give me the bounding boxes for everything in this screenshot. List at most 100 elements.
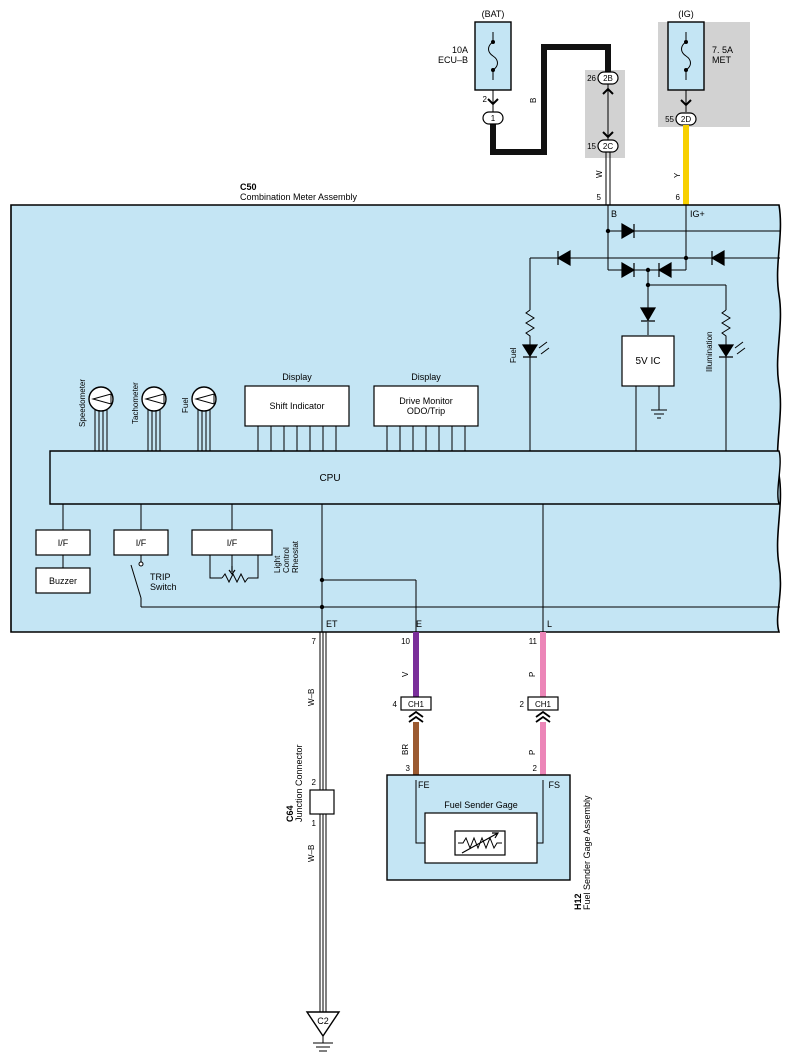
cpu-label: CPU — [319, 473, 340, 484]
led-ill-rays — [734, 341, 746, 355]
fuel-sender-gage-label: Fuel Sender Gage — [444, 800, 518, 810]
if-box-2 — [113, 529, 169, 556]
display1-pins — [257, 426, 337, 451]
ground-c2-symbol — [313, 1042, 333, 1052]
buzzer-label: Buzzer — [49, 576, 77, 586]
resistor-fuel — [525, 309, 535, 345]
resistor-ill — [721, 309, 731, 345]
pin-6: 6 — [676, 193, 681, 202]
arrow-2c-down — [602, 131, 614, 139]
pin-5: 5 — [597, 193, 602, 202]
sender-term-fe: FE — [418, 780, 430, 790]
diode-fuel — [556, 249, 571, 267]
gauge-speedometer — [88, 386, 114, 451]
wire-wb-label-1: W–B — [307, 689, 316, 706]
pin-26: 26 — [587, 74, 596, 83]
wire-wb — [319, 632, 327, 1012]
pin-15: 15 — [587, 142, 596, 151]
display2-caption: Display — [411, 372, 441, 382]
rheostat-wiring — [209, 555, 259, 579]
pin-55: 55 — [665, 115, 674, 124]
display2-line1: Drive Monitor — [399, 396, 453, 406]
conn-2d-label: 2D — [681, 115, 691, 124]
diode-b — [621, 222, 636, 240]
fuse-met-amp: 7. 5A — [712, 45, 733, 55]
if-box-3 — [191, 529, 273, 556]
buzzer — [35, 567, 91, 594]
diode-5v — [639, 307, 657, 322]
pin-4: 4 — [393, 700, 398, 709]
meter-name: Combination Meter Assembly — [240, 192, 358, 202]
diode-ill — [710, 249, 725, 267]
term-ig: IG+ — [690, 209, 705, 219]
fuse-ecub-name: ECU–B — [438, 55, 468, 65]
display-shift-indicator — [244, 385, 350, 427]
wire-p-label-1: P — [528, 672, 537, 677]
arrow-met-2d — [680, 99, 692, 107]
sender-code: H12 — [573, 893, 583, 910]
trip-label-2: Switch — [150, 582, 177, 592]
node-ig — [683, 255, 689, 261]
display1-caption: Display — [282, 372, 312, 382]
node-et — [319, 604, 325, 610]
node-b — [605, 228, 611, 234]
diode-ig-right — [657, 261, 672, 279]
wire-w-label: W — [595, 170, 604, 178]
sender-variable-arrow — [461, 832, 500, 854]
wire-p-label-2: P — [528, 750, 537, 755]
c64-name: Junction Connector — [294, 744, 304, 822]
node-et-e — [319, 577, 325, 583]
conn-2c — [597, 139, 619, 153]
fuse-ecub-amp: 10A — [452, 45, 468, 55]
wire-b-label: B — [529, 98, 538, 103]
term-et: ET — [326, 619, 338, 629]
if-label-1: I/F — [58, 538, 69, 548]
ic-5v — [621, 335, 675, 387]
c64-code: C64 — [285, 805, 295, 822]
sender-name: Fuel Sender Gage Assembly — [582, 795, 592, 910]
wire-y-label: Y — [673, 172, 682, 178]
cpu-block — [49, 450, 781, 505]
conn-1 — [482, 111, 504, 125]
pin-3: 3 — [406, 764, 411, 773]
gauge-label-tachometer: Tachometer — [131, 382, 140, 424]
if-label-3: I/F — [227, 538, 238, 548]
rheostat-label-3: Rheostat — [291, 540, 300, 573]
fuse-ecub-node-bot — [491, 68, 495, 72]
rheostat-label-1: Light — [273, 555, 282, 573]
ground-c2-label: C2 — [317, 1016, 329, 1026]
fuel-sender-gage — [424, 812, 538, 864]
connector-ch1-right — [527, 696, 559, 711]
ch1-right-arrow — [535, 710, 551, 723]
display-drive-monitor — [373, 385, 479, 427]
illumination-label: Illumination — [705, 332, 714, 372]
trip-switch-contact — [138, 561, 144, 567]
internal-power-wiring — [529, 205, 780, 335]
led-fuel-rays — [538, 341, 550, 355]
ic-5v-label: 5V IC — [635, 356, 660, 367]
junction-connector-c64 — [309, 789, 335, 815]
wire-wb-label-2: W–B — [307, 845, 316, 862]
gauge-label-fuel: Fuel — [181, 397, 190, 413]
jc-pin-1: 1 — [312, 819, 317, 828]
sender-term-fs: FS — [548, 780, 560, 790]
fuse-met-name: MET — [712, 55, 732, 65]
ch1-right-label: CH1 — [535, 700, 552, 709]
jc-pin-2: 2 — [312, 778, 317, 787]
conn-2c-label: 2C — [603, 142, 613, 151]
rheostat-wiper — [228, 566, 236, 575]
term-e: E — [416, 619, 422, 629]
ig-label: (IG) — [678, 9, 694, 19]
gauge-fuel — [191, 386, 217, 451]
pin-7: 7 — [312, 637, 317, 646]
term-b: B — [611, 209, 617, 219]
display1-label: Shift Indicator — [269, 401, 324, 411]
pin-11: 11 — [529, 637, 538, 646]
wire-br-label: BR — [401, 744, 410, 755]
rheostat-label-2: Control — [282, 547, 291, 573]
fuel-lamp-label: Fuel — [509, 347, 518, 363]
arrow-bat-1 — [487, 98, 499, 106]
internal-ground-wiring — [141, 504, 780, 632]
fuse-met-node-top — [684, 40, 688, 44]
